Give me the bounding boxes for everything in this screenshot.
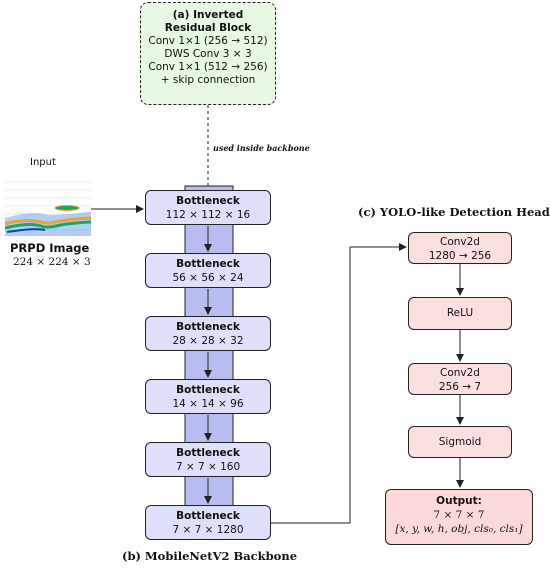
bottleneck-6-shape: 7 × 7 × 1280 — [172, 524, 244, 536]
used-inside-note: used inside backbone — [213, 143, 310, 153]
bottleneck-5-name: Bottleneck — [176, 447, 240, 459]
inverted-line-3: Conv 1×1 (512 → 256) — [148, 61, 268, 73]
bottleneck-2-name: Bottleneck — [176, 258, 240, 270]
head-conv2-shape: 256 → 7 — [438, 381, 482, 393]
prpd-size: 224 × 224 × 3 — [13, 256, 91, 268]
bottleneck-1: Bottleneck 112 × 112 × 16 — [145, 190, 271, 225]
bottleneck-3-shape: 28 × 28 × 32 — [172, 335, 244, 347]
inverted-line-2: DWS Conv 3 × 3 — [164, 48, 252, 60]
input-label: Input — [30, 157, 56, 168]
bottleneck-2: Bottleneck 56 × 56 × 24 — [145, 253, 271, 288]
bottleneck-3: Bottleneck 28 × 28 × 32 — [145, 316, 271, 351]
bottleneck-1-name: Bottleneck — [176, 195, 240, 207]
bottleneck-1-shape: 112 × 112 × 16 — [165, 209, 251, 221]
head-output-vars: [x, y, w, h, obj, cls₀, cls₁] — [395, 523, 523, 535]
inverted-title-2: Residual Block — [164, 22, 252, 34]
prpd-image — [5, 174, 91, 236]
head-output: Output: 7 × 7 × 7 [x, y, w, h, obj, cls₀… — [385, 489, 533, 545]
head-conv1-name: Conv2d — [440, 236, 480, 248]
backbone-caption: (b) MobileNetV2 Backbone — [122, 549, 298, 563]
head-conv1-shape: 1280 → 256 — [428, 250, 492, 262]
head-conv2: Conv2d 256 → 7 — [408, 363, 512, 395]
bottleneck-6-name: Bottleneck — [176, 510, 240, 522]
inverted-title-1: (a) Inverted — [172, 9, 244, 21]
inverted-line-1: Conv 1×1 (256 → 512) — [148, 35, 268, 47]
bottleneck-4-shape: 14 × 14 × 96 — [172, 398, 244, 410]
head-caption: (c) YOLO-like Detection Head — [358, 205, 550, 219]
head-conv2-name: Conv2d — [440, 367, 480, 379]
bottleneck-6: Bottleneck 7 × 7 × 1280 — [145, 505, 271, 540]
bottleneck-4: Bottleneck 14 × 14 × 96 — [145, 379, 271, 414]
bottleneck-3-name: Bottleneck — [176, 321, 240, 333]
head-sigmoid-label: Sigmoid — [438, 436, 482, 448]
bottleneck-5-shape: 7 × 7 × 160 — [175, 461, 241, 473]
head-sigmoid: Sigmoid — [408, 426, 512, 458]
bottleneck-4-name: Bottleneck — [176, 384, 240, 396]
head-conv1: Conv2d 1280 → 256 — [408, 232, 512, 264]
head-relu: ReLU — [408, 297, 512, 330]
inverted-residual-block: (a) Inverted Residual Block Conv 1×1 (25… — [140, 2, 276, 105]
backbone-to-head-arrow — [271, 243, 407, 524]
inverted-line-4: + skip connection — [160, 74, 256, 86]
bottleneck-5: Bottleneck 7 × 7 × 160 — [145, 442, 271, 477]
prpd-title: PRPD Image — [10, 241, 90, 255]
head-output-name: Output: — [436, 495, 482, 507]
head-output-shape: 7 × 7 × 7 — [433, 509, 485, 521]
head-relu-label: ReLU — [446, 307, 474, 319]
bottleneck-2-shape: 56 × 56 × 24 — [172, 272, 244, 284]
